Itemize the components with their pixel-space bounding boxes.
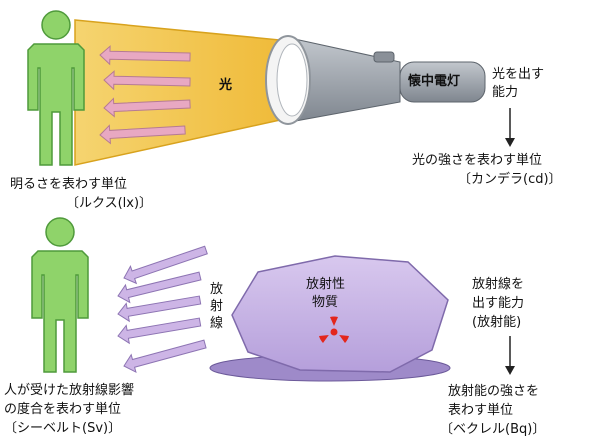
- material-label-1: 放射性: [306, 276, 345, 293]
- radiation-label-3: 線: [210, 315, 223, 332]
- candela-unit-label: 〔カンデラ(cd)〕: [458, 171, 562, 188]
- intensity-unit-label: 光の強さを表わす単位: [412, 152, 542, 169]
- brightness-unit-label: 明るさを表わす単位: [10, 176, 127, 193]
- down-arrow-bottom: [505, 336, 515, 375]
- light-beam: [75, 20, 280, 165]
- becquerel-unit-label: 〔ベクレル(Bq)〕: [440, 421, 545, 438]
- activity-unit-label-2: 表わす単位: [448, 402, 513, 419]
- radiation-arrows: [118, 246, 207, 372]
- emit-light-label-1: 光を出す: [492, 66, 544, 83]
- dose-unit-label-1: 人が受けた放射線影響: [4, 382, 134, 399]
- emit-radiation-label-1: 放射線を: [472, 276, 524, 293]
- radioactivity-label: (放射能): [472, 314, 521, 331]
- radiation-arrow: [124, 340, 206, 372]
- light-label: 光: [219, 77, 232, 94]
- radiation-label-1: 放: [210, 281, 223, 298]
- down-arrow-top: [505, 108, 515, 147]
- emit-light-label-2: 能力: [492, 84, 518, 101]
- activity-unit-label-1: 放射能の強さを: [448, 383, 539, 400]
- material-label-2: 物質: [312, 294, 338, 311]
- flashlight-label: 懐中電灯: [408, 73, 460, 90]
- radiation-label-2: 射: [210, 298, 223, 315]
- lux-unit-label: 〔ルクス(lx)〕: [66, 195, 152, 212]
- emit-radiation-label-2: 出す能力: [472, 295, 524, 312]
- radioactive-material: [210, 256, 450, 381]
- sievert-unit-label: 〔シーベルト(Sv)〕: [4, 420, 121, 437]
- radiation-arrow: [118, 318, 201, 343]
- dose-unit-label-2: の度合を表わす単位: [4, 401, 121, 418]
- radiation-arrow: [118, 296, 201, 321]
- person-figure-bottom: [32, 218, 88, 372]
